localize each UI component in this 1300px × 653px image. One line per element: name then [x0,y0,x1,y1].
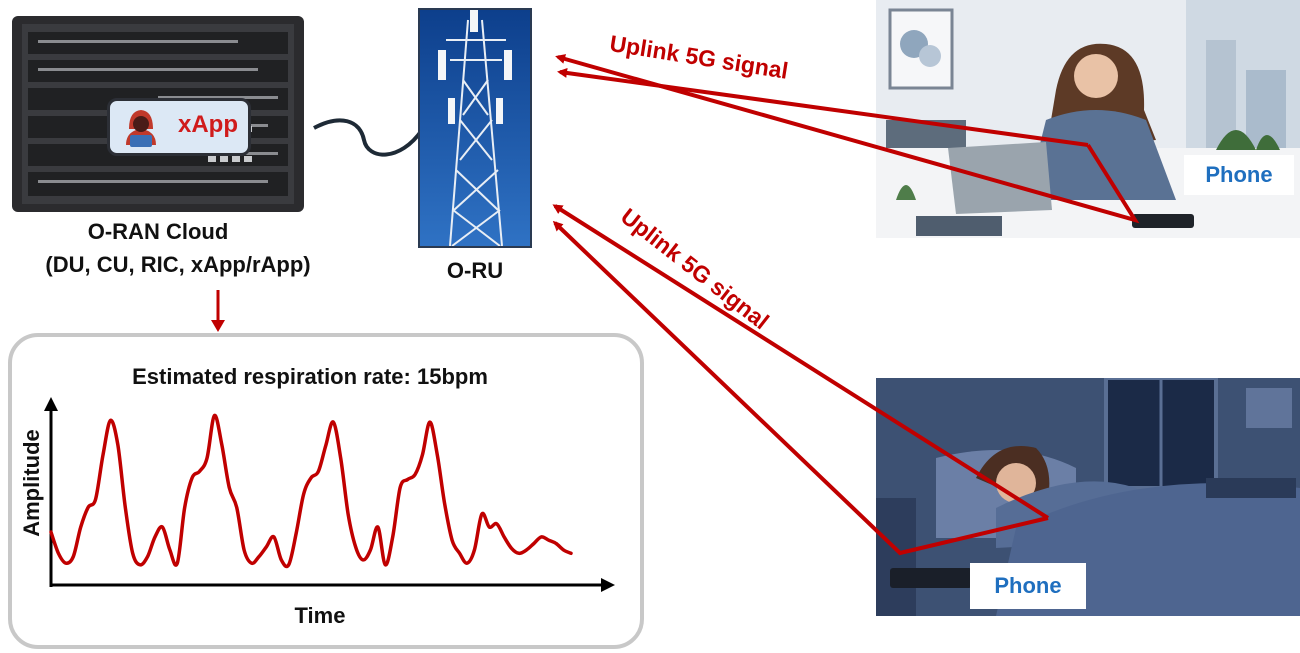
hacker-icon [118,105,164,151]
respiration-series-line [49,413,573,569]
y-axis-label: Amplitude [19,429,44,537]
respiration-title: Estimated respiration rate: 15bpm [132,364,488,389]
down-arrow [211,290,225,332]
x-axis-arrowhead [601,578,615,592]
oru-tower [418,8,532,248]
office-uplink-line-1 [555,54,1140,224]
bedroom-scene-image [876,378,1300,616]
bedroom-phone-label: Phone [970,563,1086,609]
oran-cloud-title: O-RAN Cloud [87,219,229,244]
y-axis-arrowhead [44,397,58,411]
bedroom-uplink-line-1 [552,204,1050,520]
respiration-chart [44,397,615,592]
oran-cloud-subtitle: (DU, CU, RIC, xApp/rApp) [45,252,311,277]
oru-label: O-RU [446,258,504,283]
office-phone-label: Phone [1184,155,1294,195]
xapp-badge: xApp [107,98,251,156]
bedroom-uplink-line-2 [552,220,1049,556]
xapp-label: xApp [178,111,238,138]
office-uplink-line-2 [557,68,1089,147]
respiration-panel [8,333,644,649]
fiber-cable [313,118,424,157]
x-axis-label: Time [294,603,346,628]
